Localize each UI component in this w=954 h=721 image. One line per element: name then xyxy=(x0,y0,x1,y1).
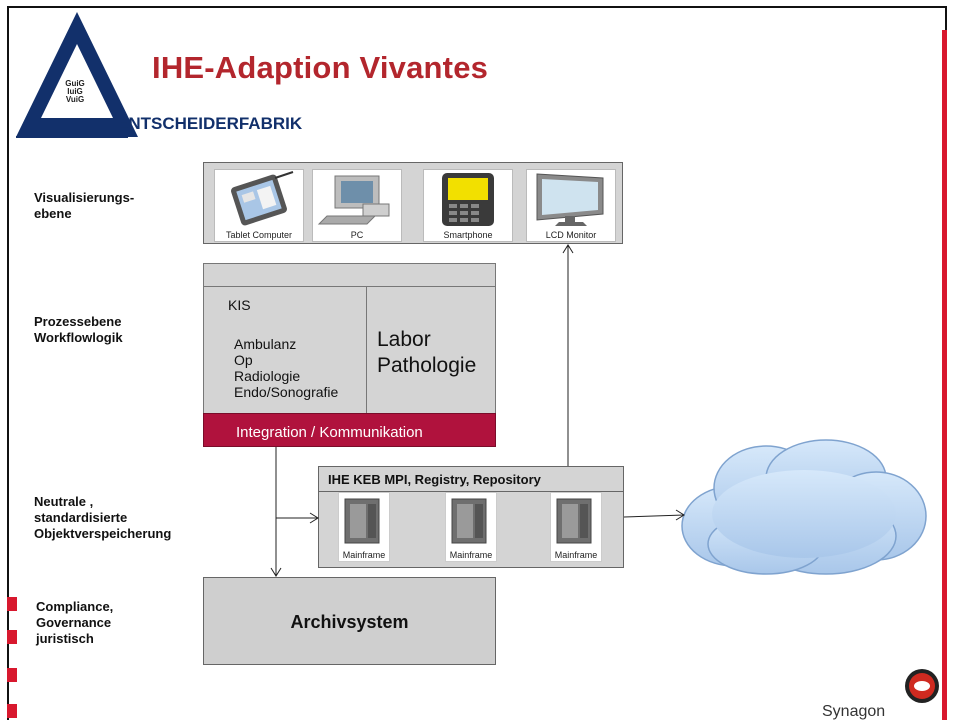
right-accent-bar xyxy=(942,30,947,720)
process-layer-header xyxy=(203,263,496,287)
device-lcd-monitor: LCD Monitor xyxy=(526,169,616,242)
server-label: Mainframe xyxy=(342,550,386,560)
kis-item: Endo/Sonografie xyxy=(234,384,339,400)
archive-box: Archivsystem xyxy=(203,577,496,665)
red-marker xyxy=(7,630,17,644)
guig-logo xyxy=(16,12,138,138)
server-icon xyxy=(556,498,592,544)
logo-line-1: GuiG xyxy=(65,79,85,88)
pc-icon xyxy=(317,175,390,225)
row-label-prozess: Prozessebene Workflowlogik xyxy=(34,314,123,345)
pathologie-line: Pathologie xyxy=(377,354,477,377)
synagon-logo-icon xyxy=(905,669,939,703)
server-mainframe: Mainframe xyxy=(550,492,602,562)
server-mainframe: Mainframe xyxy=(445,492,497,562)
kis-box: KIS Ambulanz Op Radiologie Endo/Sonograf… xyxy=(203,286,367,414)
device-smartphone: Smartphone xyxy=(423,169,513,242)
red-marker xyxy=(7,668,17,682)
kis-item: Ambulanz xyxy=(234,336,297,352)
slide-title: IHE-Adaption Vivantes xyxy=(152,50,489,85)
device-label: LCD Monitor xyxy=(545,230,597,240)
row-label-visualisierung: Visualisierungs- ebene xyxy=(34,190,135,221)
server-icon xyxy=(344,498,380,544)
smartphone-icon xyxy=(442,173,494,226)
server-mainframe: Mainframe xyxy=(338,492,390,562)
integration-bar: Integration / Kommunikation xyxy=(203,413,496,447)
device-label: Tablet Computer xyxy=(225,230,293,240)
logo-line-2: IuiG xyxy=(67,87,83,96)
brand-name: ENTSCHEIDERFABRIK xyxy=(117,114,303,133)
labor-box: Labor Pathologie xyxy=(366,286,496,414)
device-pc: PC xyxy=(312,169,402,242)
device-label: Smartphone xyxy=(443,230,493,240)
row-label-neutrale: Neutrale , standardisierte Objektverspei… xyxy=(34,494,172,541)
device-tablet: Tablet Computer xyxy=(214,169,304,242)
kis-item: Radiologie xyxy=(234,368,301,384)
monitor-icon xyxy=(536,173,604,226)
tablet-icon xyxy=(231,171,294,226)
cloud-icon xyxy=(681,439,927,575)
server-icon xyxy=(451,498,487,544)
synagon-logo-text: Synagon xyxy=(822,703,886,720)
red-marker xyxy=(7,597,17,611)
ihe-layer-title: IHE KEB MPI, Registry, Repository xyxy=(318,466,624,492)
labor-line: Labor xyxy=(377,328,431,351)
kis-item: Op xyxy=(234,352,253,368)
kis-title: KIS xyxy=(228,297,251,313)
logo-line-3: VuiG xyxy=(65,95,85,104)
red-marker xyxy=(7,704,17,718)
server-label: Mainframe xyxy=(554,550,598,560)
device-label: PC xyxy=(350,230,364,240)
server-label: Mainframe xyxy=(449,550,493,560)
row-label-compliance: Compliance, Governance juristisch xyxy=(36,599,114,646)
